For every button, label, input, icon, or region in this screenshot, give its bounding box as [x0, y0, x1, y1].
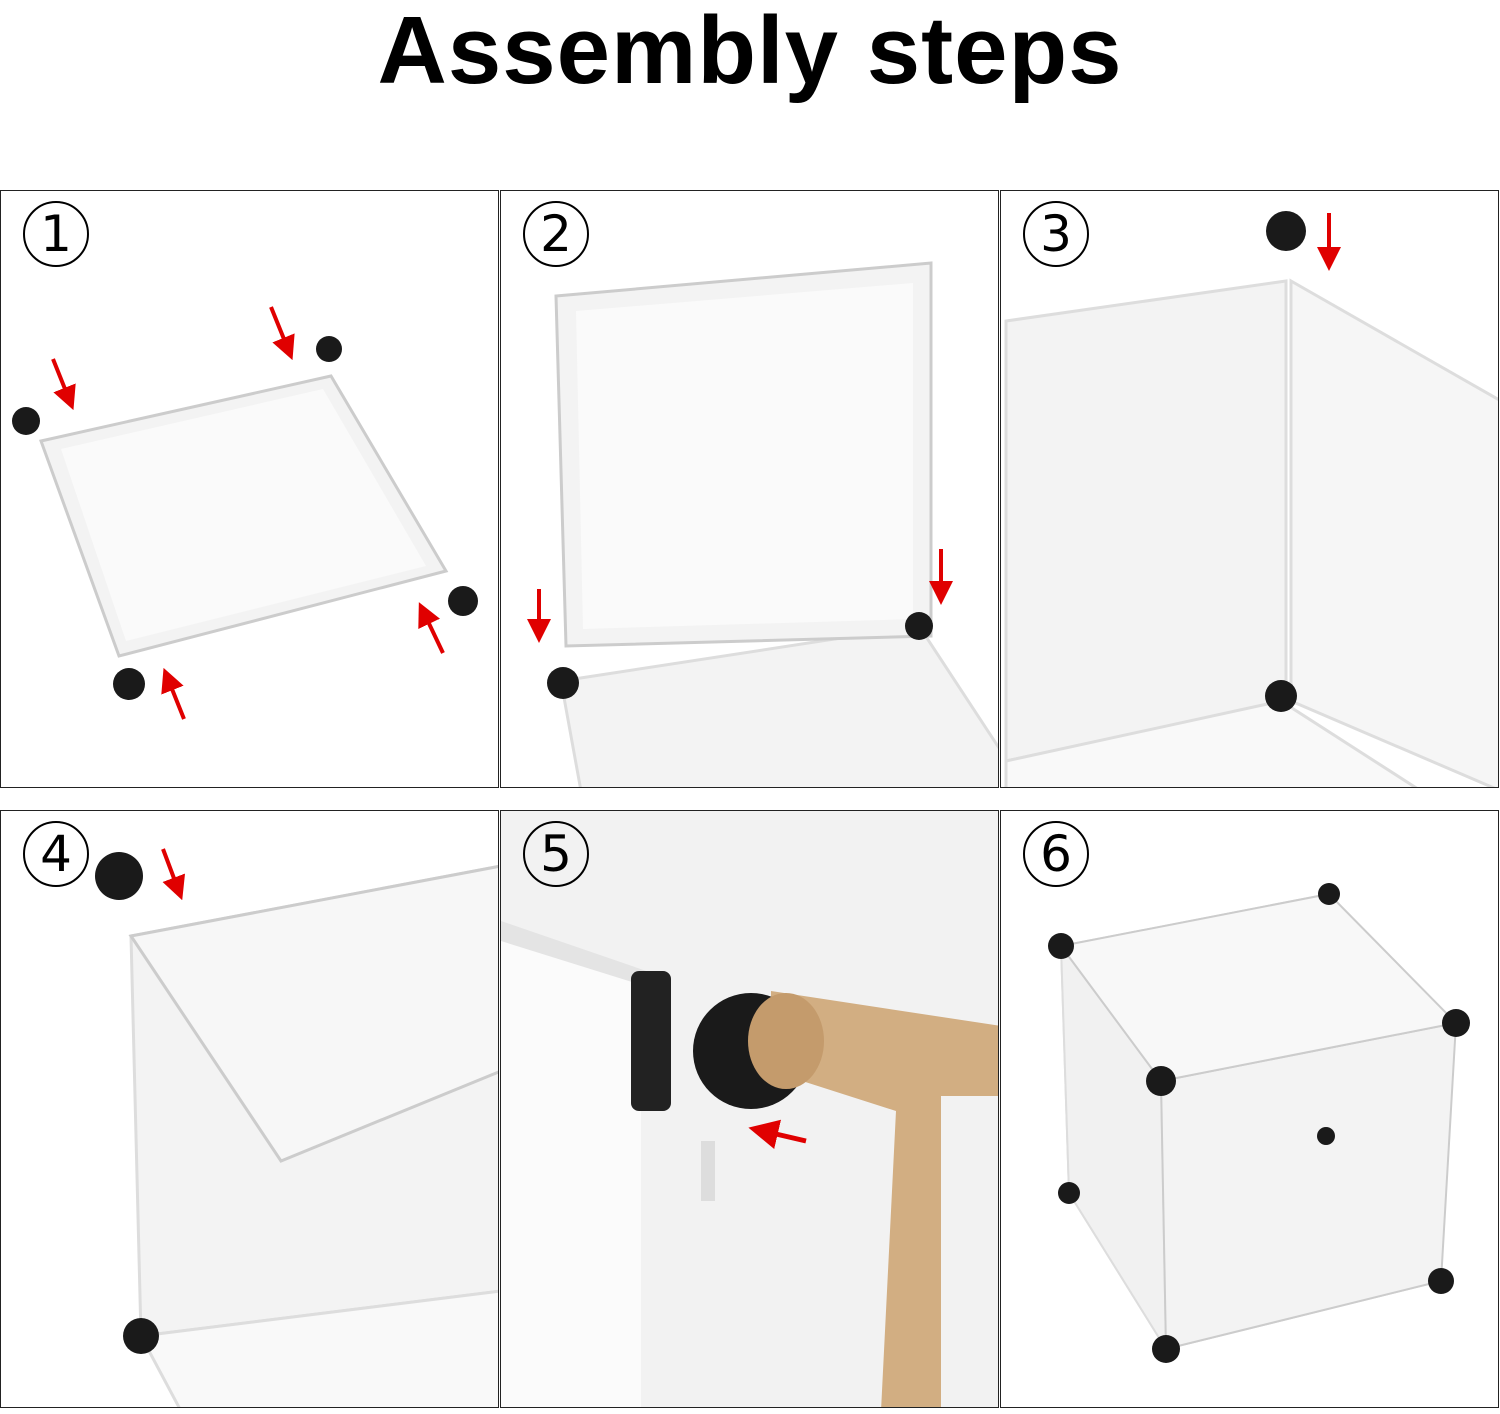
step-number: 2: [523, 201, 589, 267]
step-3-illustration: [1004, 211, 1498, 787]
step-number: 4: [23, 821, 89, 887]
connector-icon: [1048, 883, 1470, 1363]
page-title: Assembly steps: [377, 0, 1123, 104]
step-4-illustration: [95, 848, 498, 1407]
step-1-panel: 1: [0, 190, 499, 788]
step-number: 3: [1023, 201, 1089, 267]
step-2-illustration: [527, 261, 998, 787]
step-1-illustration: [12, 306, 478, 720]
step-number: 6: [1023, 821, 1089, 887]
step-3-panel: 3: [1000, 190, 1499, 788]
red-arrow-icon: [748, 1119, 807, 1150]
red-arrow-icon: [51, 306, 445, 720]
step-6-panel: 6: [1000, 810, 1499, 1408]
step-number: 1: [23, 201, 89, 267]
step-5-illustration: [501, 811, 998, 1407]
step-2-panel: 2: [500, 190, 999, 788]
connector-icon: [547, 612, 933, 699]
connector-icon: [95, 852, 159, 1354]
red-arrow-icon: [161, 848, 186, 901]
step-6-illustration: [1048, 883, 1470, 1363]
red-arrow-icon: [527, 549, 953, 643]
step-5-panel: 5: [500, 810, 999, 1408]
step-number: 5: [523, 821, 589, 887]
connector-icon: [1265, 211, 1306, 712]
step-4-panel: 4: [0, 810, 499, 1408]
connector-icon: [12, 336, 478, 700]
